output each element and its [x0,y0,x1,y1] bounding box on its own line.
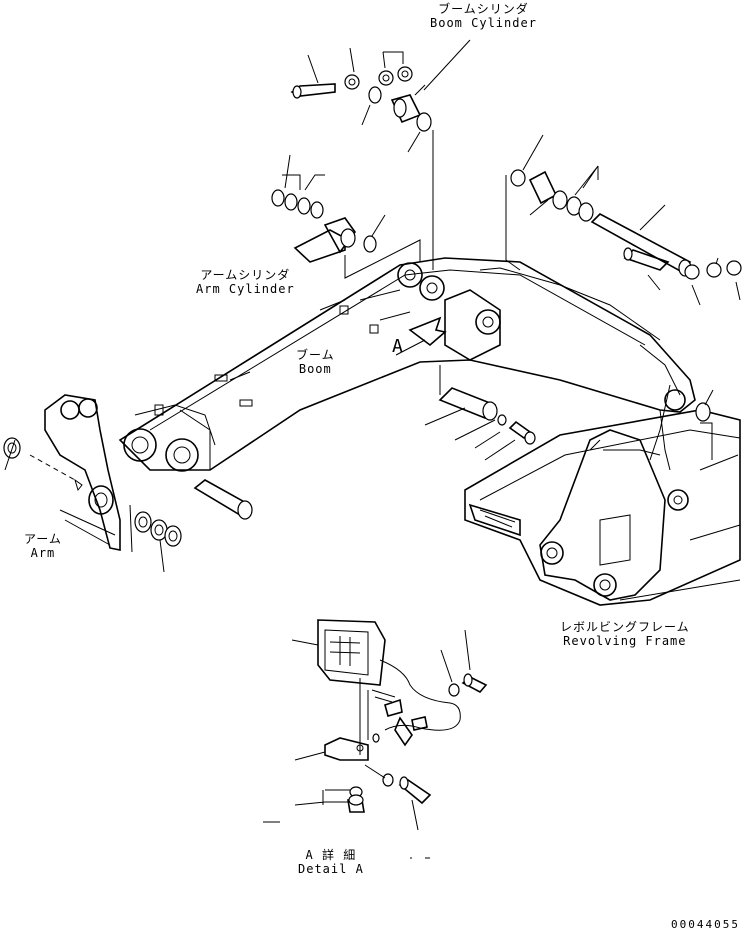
revolving-frame-drawing [464,409,741,606]
boom-cylinder-head-parts [505,134,742,306]
arm-label-en: Arm [30,546,56,560]
detail-a-label: A 詳 細 Detail A [298,848,364,876]
boom-drawing [118,257,696,472]
boom-label-en: Boom [298,362,332,376]
boom-cylinder-label-jp: ブームシリンダ [438,2,529,16]
arm-cylinder-label: アームシリンダ Arm Cylinder [196,268,295,296]
boom-cylinder-label: ブームシリンダ Boom Cylinder [430,2,537,30]
view-arrow-line [395,339,426,356]
detail-a-drawing [263,619,488,859]
arm-label: アーム Arm [24,532,62,560]
boom-cylinder-parts [290,39,471,270]
arm-cylinder-label-jp: アームシリンダ [200,268,291,282]
boom-pin-ring [695,389,714,460]
boom-label: ブーム Boom [296,348,335,376]
arm-pin [193,479,253,520]
hydraulic-line [649,384,671,461]
detail-a-label-jp: A 詳 細 [305,848,357,862]
arm-drawing [29,394,121,551]
drawing-code: 00044055 [671,918,740,931]
boom-foot-pin [424,387,536,461]
arm-washers [3,437,182,573]
revolving-frame-label-jp: レボルビングフレーム [560,620,690,634]
boom-cylinder-label-en: Boom Cylinder [430,16,537,30]
arm-cylinder-parts [271,154,421,279]
revolving-frame-label: レボルビングフレーム Revolving Frame [560,620,690,648]
detail-a-label-en: Detail A [298,862,364,876]
view-marker-a: A [392,336,404,357]
arm-label-jp: アーム [24,532,62,546]
revolving-frame-label-en: Revolving Frame [563,634,687,648]
boom-label-jp: ブーム [296,348,335,362]
leader-lines [439,365,661,456]
arm-cylinder-label-en: Arm Cylinder [196,282,295,296]
